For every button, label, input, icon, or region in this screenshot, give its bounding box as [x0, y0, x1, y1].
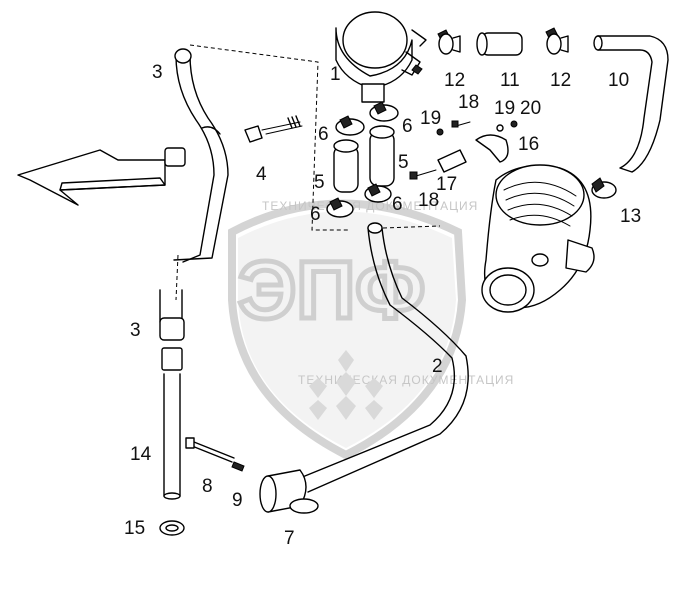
hose-3-lower: [159, 289, 185, 341]
callout-12-right: 12: [550, 70, 571, 91]
watermark-arc-text: ТЕХНИЧЕСКАЯ ДОКУМЕНТАЦИЯ: [262, 199, 478, 213]
callout-13: 13: [620, 206, 641, 227]
callout-3-lower: 3: [130, 320, 141, 341]
callout-10: 10: [608, 70, 629, 91]
clamp-12-right: [545, 27, 569, 55]
callout-19-left: 19: [420, 108, 441, 129]
tube-14: [161, 347, 183, 500]
callout-9: 9: [232, 490, 243, 511]
callout-17: 17: [436, 174, 457, 195]
callout-5-right: 5: [398, 152, 409, 173]
callout-7: 7: [284, 528, 295, 549]
callout-18-top: 18: [458, 92, 479, 113]
callout-6-bottom-left: 6: [310, 204, 321, 225]
hose-3-upper: [173, 48, 229, 263]
callout-8: 8: [202, 476, 213, 497]
clamp-6-bottom-left: [326, 197, 354, 218]
bracket-16: [475, 134, 509, 163]
callout-6-top-right: 6: [402, 116, 413, 137]
watermark-logo: ЭПФ ТЕХНИЧЕСКАЯ ДОКУМЕНТАЦИЯ ТЕХНИЧЕСКАЯ…: [228, 199, 514, 460]
clamp-6-top-right: [369, 101, 399, 122]
callout-11: 11: [500, 70, 520, 91]
callout-6-top-left: 6: [318, 124, 329, 145]
callout-6-bottom-right: 6: [392, 194, 403, 215]
air-filter-housing: [481, 164, 595, 313]
callout-2: 2: [432, 356, 443, 377]
hose-5-left: [333, 139, 359, 193]
bolts-18-20: [409, 120, 518, 180]
clamp-6-top-left: [335, 115, 365, 136]
callout-15: 15: [124, 518, 145, 539]
callout-4: 4: [256, 164, 267, 185]
callout-20: 20: [520, 98, 541, 119]
callout-labels: 1 2 3 3 4 5 5 6 6 6 6 7 8 9 10 11 12 12 …: [124, 62, 641, 549]
callout-19-right: 19: [494, 98, 515, 119]
callout-12-left: 12: [444, 70, 465, 91]
bolt-8: [185, 437, 245, 472]
hose-5-right: [369, 125, 395, 187]
callout-14: 14: [130, 444, 152, 465]
callout-1: 1: [330, 64, 341, 85]
clamp-13: [591, 177, 617, 199]
bracket-17: [437, 149, 467, 173]
callout-16: 16: [518, 134, 539, 155]
connector-11: [476, 32, 523, 56]
callout-3-upper: 3: [152, 62, 163, 83]
clamp-12-left: [437, 29, 461, 55]
washer-15: [159, 520, 185, 536]
watermark-arc-text-lower: ТЕХНИЧЕСКАЯ ДОКУМЕНТАЦИЯ: [298, 373, 514, 387]
valve-1: [335, 11, 427, 103]
callout-5-left: 5: [314, 172, 325, 193]
bracket-4: [17, 115, 303, 206]
watermark-wheat-icon: [309, 350, 383, 420]
elbow-7: [259, 469, 319, 514]
hose-10: [593, 35, 669, 173]
clamp-6-bottom-right: [364, 183, 392, 203]
hose-2: [299, 222, 469, 493]
watermark-letters: ЭПФ: [238, 245, 425, 336]
callout-18-bottom: 18: [418, 190, 439, 211]
reference-lines: [175, 44, 441, 301]
